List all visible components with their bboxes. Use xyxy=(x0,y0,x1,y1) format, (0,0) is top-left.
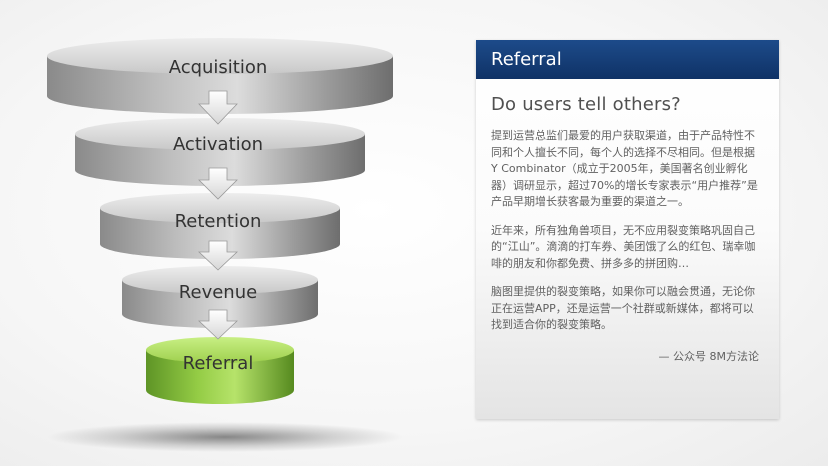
down-arrow-icon xyxy=(198,90,238,125)
stage-label: Revenue xyxy=(179,282,257,303)
stage-top xyxy=(100,193,340,223)
down-arrow-icon xyxy=(197,240,239,271)
funnel-diagram: Acquisition Activation Retention Revenue… xyxy=(47,38,403,452)
panel-body: Do users tell others? 提到运营总监们最爱的用户获取渠道，由… xyxy=(476,94,779,364)
stage-label: Retention xyxy=(175,211,262,232)
stage-label: Referral xyxy=(183,353,254,374)
panel-paragraph: 近年来，所有独角兽项目，无不应用裂变策略巩固自己的“江山”。滴滴的打车券、美团饿… xyxy=(491,223,756,270)
funnel-stage-acquisition: Acquisition xyxy=(47,38,393,114)
funnel-stage-activation: Activation xyxy=(75,118,365,186)
panel-subtitle: Do users tell others? xyxy=(491,94,681,115)
funnel-stage-revenue: Revenue xyxy=(122,266,318,328)
stage-top xyxy=(47,38,393,74)
down-arrow-icon xyxy=(197,309,239,340)
panel-header: Referral xyxy=(476,40,779,79)
panel-signature: — 公众号 8M方法论 xyxy=(658,349,759,363)
down-arrow-icon xyxy=(198,167,238,200)
stage-body xyxy=(146,350,294,404)
stage-top xyxy=(75,118,365,150)
stage-label: Activation xyxy=(173,134,263,155)
funnel-stage-retention: Retention xyxy=(100,193,340,259)
funnel-stage-referral: Referral xyxy=(146,337,294,404)
panel-paragraph: 脑图里提供的裂变策略，如果你可以融会贯通，无论你正在运营APP，还是运营一个社群… xyxy=(491,285,755,331)
stage-label: Acquisition xyxy=(169,57,268,78)
panel-paragraph: 提到运营总监们最爱的用户获取渠道，由于产品特性不同和个人擅长不同，每个人的选择不… xyxy=(491,129,758,208)
stage-top xyxy=(146,337,294,363)
referral-info-panel: Referral Do users tell others? 提到运营总监们最爱… xyxy=(476,40,779,419)
funnel-floor-shadow xyxy=(47,422,403,452)
stage-top xyxy=(122,266,318,294)
